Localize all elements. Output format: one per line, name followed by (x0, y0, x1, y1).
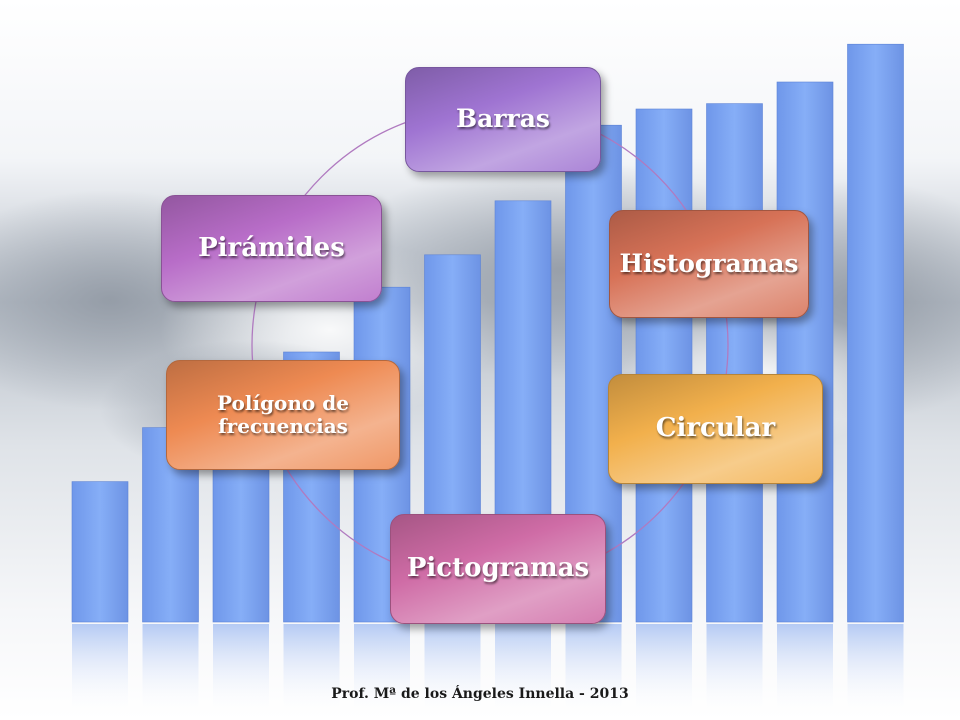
cycle-node-label: Barras (456, 104, 550, 134)
background-bar-reflection (424, 624, 481, 714)
background-bar-reflection (283, 624, 340, 714)
cycle-node-poligono[interactable]: Polígono de frecuencias (166, 360, 400, 470)
author-credit: Prof. Mª de los Ángeles Innella - 2013 (331, 686, 629, 702)
cycle-node-label: Histogramas (619, 248, 799, 278)
cycle-node-piramides[interactable]: Pirámides (161, 195, 382, 302)
background-bar-reflection (213, 624, 269, 714)
background-bar-reflection (495, 624, 551, 714)
cycle-node-pictogramas[interactable]: Pictogramas (390, 514, 606, 624)
background-bar (847, 43, 904, 623)
background-bar (635, 108, 693, 623)
background-bar (776, 81, 834, 623)
background-bar-reflection (72, 624, 128, 714)
background-bar-reflection (142, 624, 199, 714)
cycle-node-label: Polígono de frecuencias (217, 391, 349, 438)
cycle-node-label: Pictogramas (406, 553, 590, 584)
background-bar-reflection (706, 624, 763, 714)
cycle-node-circular[interactable]: Circular (608, 374, 823, 484)
cycle-node-label: Circular (655, 413, 776, 444)
background-bar-reflection (636, 624, 692, 714)
background-bar-reflection (565, 624, 622, 714)
cycle-node-barras[interactable]: Barras (405, 67, 601, 172)
background-bar-reflection (847, 624, 904, 714)
cycle-node-label: Pirámides (198, 232, 345, 263)
background-bar-reflection (777, 624, 833, 714)
background-bar (706, 103, 763, 623)
cycle-node-histogramas[interactable]: Histogramas (609, 210, 809, 318)
background-bar-reflection (354, 624, 410, 714)
background-bar (71, 481, 129, 623)
